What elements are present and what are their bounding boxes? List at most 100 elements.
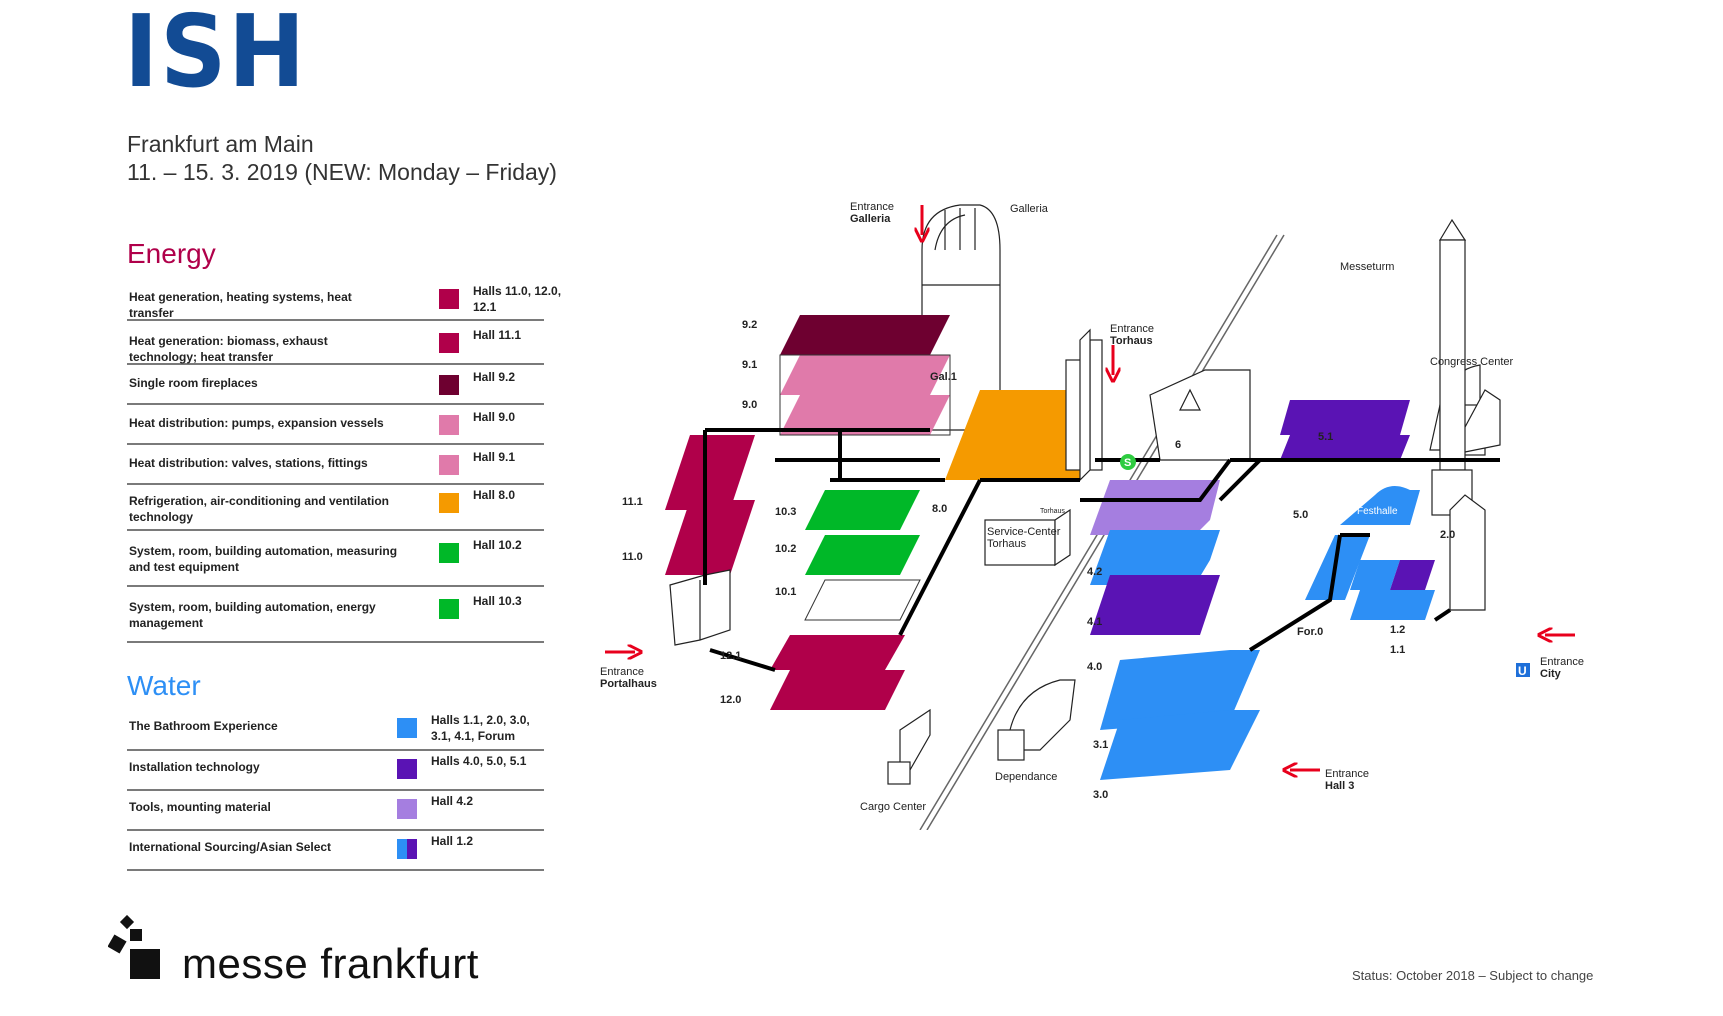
legend-color-swatch: [397, 718, 417, 738]
cargo-center-label: Cargo Center: [860, 801, 926, 813]
event-location: Frankfurt am Main: [127, 131, 314, 157]
legend-description: Tools, mounting material: [129, 800, 271, 814]
legend-description: The Bathroom Experience: [129, 719, 278, 733]
energy-legend-row: Heat generation, heating systems, heat t…: [127, 277, 561, 321]
legend-color-swatch: [439, 493, 459, 513]
u-bahn-letter: U: [1518, 664, 1527, 678]
legend-color-swatch: [397, 799, 417, 819]
hall-label-forum: For.0: [1297, 626, 1323, 638]
hall-11-0[interactable]: [665, 500, 755, 575]
hall-label-11-0: 11.0: [622, 551, 643, 563]
hall-4-0[interactable]: [1090, 575, 1220, 635]
hall-label-9-0: 9.0: [742, 399, 757, 411]
hall-label-gal-1: Gal.1: [930, 371, 957, 383]
legend-color-swatch: [439, 415, 459, 435]
energy-section-title: Energy: [127, 238, 216, 269]
legend-hall-number: Halls 11.0, 12.0, 12.1: [473, 284, 562, 314]
energy-legend-row: Refrigeration, air-conditioning and vent…: [127, 485, 544, 531]
hall-1-2-blue[interactable]: [1350, 560, 1400, 590]
hall-9-2[interactable]: [780, 315, 950, 355]
legend-description: System, room, building automation, measu…: [129, 544, 398, 574]
legend-color-swatch: [397, 759, 417, 779]
legend-hall-number: Halls 1.1, 2.0, 3.0, 3.1, 4.1, Forum: [431, 713, 530, 743]
hall-5-0[interactable]: [1280, 435, 1410, 460]
legend-color-swatch: [439, 289, 459, 309]
hall-1-2-purple[interactable]: [1390, 560, 1435, 590]
water-legend-row: The Bathroom Experience Halls 1.1, 2.0, 3…: [127, 706, 544, 751]
hall-9-1[interactable]: [780, 355, 950, 395]
hall-label-11-1: 11.1: [622, 496, 643, 508]
hall-12-0[interactable]: [770, 670, 905, 710]
hall-label-5-1: 5.1: [1318, 431, 1333, 443]
energy-legend-row: Heat distribution: pumps, expansion vess…: [127, 405, 544, 445]
hall-label-10-3: 10.3: [775, 506, 796, 518]
portalhaus-building: [669, 569, 731, 646]
event-dates: 11. – 15. 3. 2019 (NEW: Monday – Friday): [127, 159, 557, 185]
festhalle[interactable]: [1340, 486, 1420, 525]
water-legend-row: Tools, mounting material Hall 4.2: [127, 791, 544, 831]
legend-description: System, room, building automation, energ…: [129, 600, 376, 630]
cargo-center-building: [887, 708, 931, 785]
hall-12-1[interactable]: [770, 635, 905, 670]
hall-label-10-2: 10.2: [775, 543, 796, 555]
hall-10-3[interactable]: [805, 490, 920, 530]
energy-legend-row: Heat generation: biomass, exhaust techno…: [127, 321, 544, 365]
hall-label-9-1: 9.1: [742, 359, 757, 371]
energy-legend-row: System, room, building automation, measu…: [127, 531, 544, 587]
dependance-building: [997, 679, 1076, 761]
festhalle-label: Festhalle: [1357, 506, 1398, 517]
legend-description: Refrigeration, air-conditioning and vent…: [129, 494, 390, 524]
dependance-label: Dependance: [995, 771, 1057, 783]
hall-label-2-0: 2.0: [1440, 529, 1455, 541]
event-info: Frankfurt am Main 11. – 15. 3. 2019 (NEW…: [127, 130, 557, 186]
messeturm-label: Messeturm: [1340, 261, 1394, 273]
hall-4-2[interactable]: [1090, 480, 1220, 535]
walkways: [703, 428, 1500, 672]
hall-label-4-2: 4.2: [1087, 566, 1102, 578]
legend-description: Installation technology: [129, 760, 260, 774]
hall-11-1[interactable]: [665, 435, 755, 510]
legend-hall-number: Hall 1.2: [431, 834, 474, 848]
legend-description: Single room fireplaces: [129, 376, 258, 390]
torhaus-label: Torhaus: [1040, 508, 1065, 515]
hall-3-0[interactable]: [1100, 710, 1260, 780]
legend-description: International Sourcing/Asian Select: [129, 840, 332, 854]
hall-label-12-1: 12.1: [720, 650, 741, 662]
hall-label-4-0: 4.0: [1087, 661, 1102, 673]
torhaus-building: [1065, 328, 1103, 482]
status-note: Status: October 2018 – Subject to change: [1352, 968, 1594, 983]
legend-hall-number: Hall 9.2: [473, 370, 516, 384]
s-bahn-letter: S: [1124, 457, 1131, 469]
legend-hall-number: Hall 11.1: [473, 328, 522, 342]
s-bahn-icon: [1120, 454, 1136, 470]
hall-8-0[interactable]: [945, 390, 1080, 480]
hall-label-6: 6: [1175, 439, 1181, 451]
hall-1-1[interactable]: [1350, 590, 1435, 620]
hall-6-building: [1149, 369, 1251, 461]
legend-color-swatch: [439, 455, 459, 475]
messe-frankfurt-logo-icon: [108, 915, 160, 979]
messe-frankfurt-brand: messe frankfurt: [182, 940, 479, 987]
ish-logo: ISH: [124, 0, 308, 110]
hall-3-1[interactable]: [1100, 650, 1260, 730]
hall-10-2[interactable]: [805, 535, 920, 575]
hall-label-1-1: 1.1: [1390, 644, 1405, 656]
forum-hall[interactable]: [1305, 535, 1370, 600]
legend-description: Heat generation: biomass, exhaust techno…: [129, 334, 328, 364]
hall-5-1[interactable]: [1280, 400, 1410, 435]
legend-hall-number: Hall 10.2: [473, 538, 522, 552]
hall-4-1[interactable]: [1090, 530, 1220, 585]
hall-label-3-0: 3.0: [1093, 789, 1108, 801]
exhibition-ground-map: 9.2 9.1 9.0 Gal.1 8.0 11.1 11.0 10.3 10.…: [600, 201, 1584, 830]
legend-color-swatch: [439, 543, 459, 563]
hall-9-0[interactable]: [780, 395, 950, 435]
hall-label-1-2: 1.2: [1390, 624, 1405, 636]
legend-hall-number: Hall 4.2: [431, 794, 474, 808]
hall-label-9-2: 9.2: [742, 319, 757, 331]
